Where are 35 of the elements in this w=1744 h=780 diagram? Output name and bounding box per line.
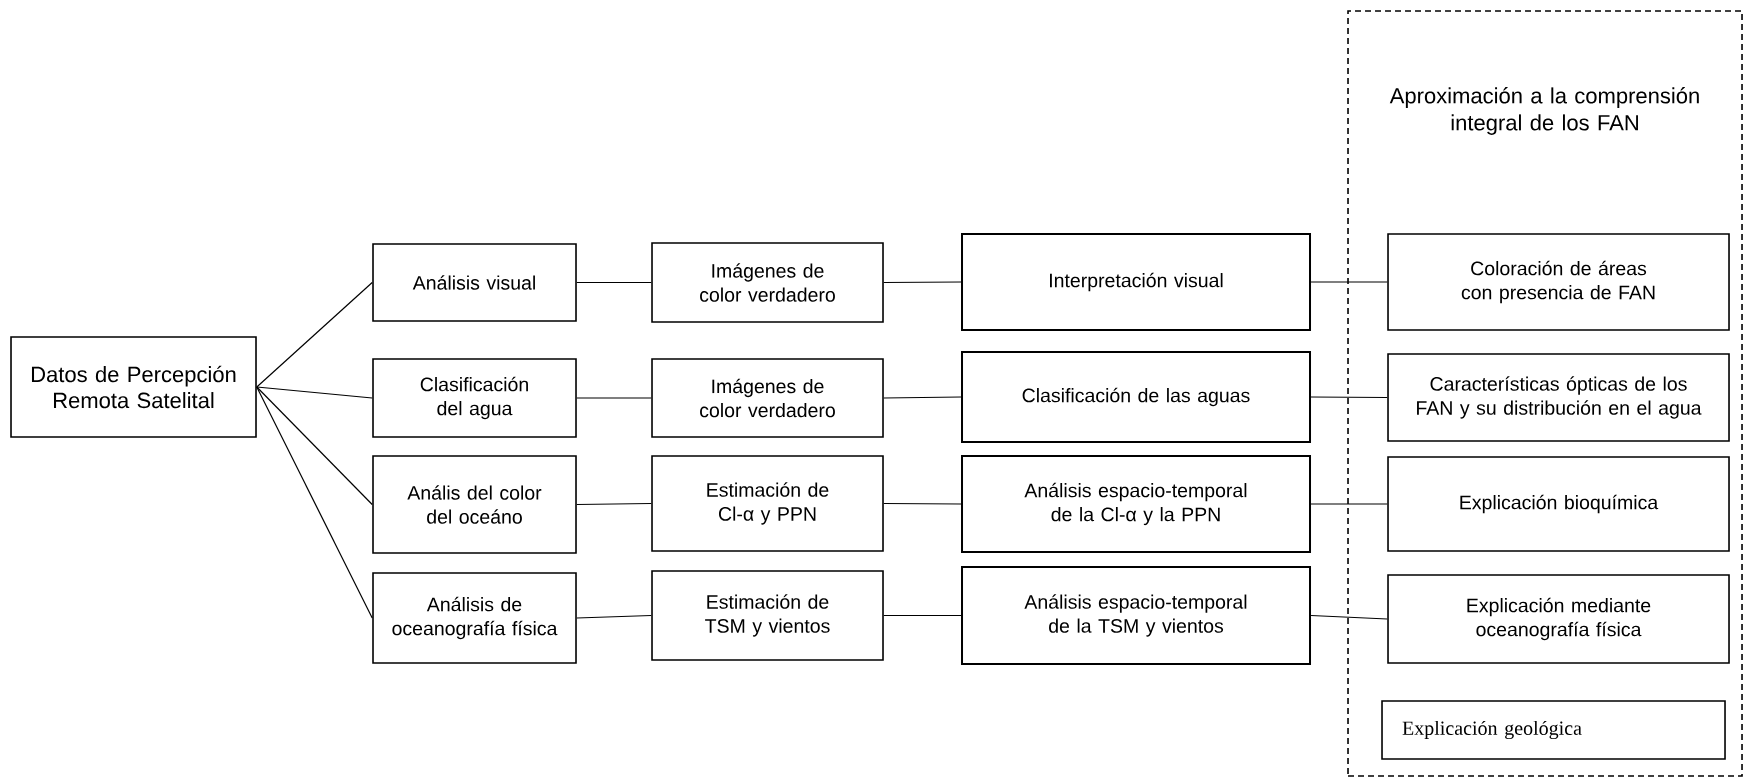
process-box: Estimación de TSM y vientos [651,570,884,661]
process-box: Imágenes de color verdadero [651,242,884,323]
connector-line [256,386,373,399]
connector-line [576,614,652,619]
process-box: Explicación bioquímica [1387,456,1730,552]
connector-line [576,502,652,506]
connector-line [1310,281,1388,283]
process-box: Datos de Percepción Remota Satelital [10,336,257,438]
frame-title: Aproximación a la comprensión integral de los FAN [1389,87,1699,135]
connector-line [883,614,962,617]
connector-line [576,397,652,399]
connector-line [256,386,373,619]
connector-line [256,281,373,388]
process-box: Análisis de oceanografía física [372,572,577,664]
process-box: Interpretación visual [961,233,1311,331]
process-box: Análisis espacio-temporal de la Cl-α y la PPN [961,455,1311,553]
process-box: Explicación geológica [1381,700,1726,760]
process-box: Imágenes de color verdadero [651,358,884,438]
connector-line [576,281,652,284]
connector-line [1310,614,1388,620]
process-box: Explicación mediante oceanografía física [1387,574,1730,664]
connector-line [256,386,373,506]
process-box: Clasificación del agua [372,358,577,438]
process-box: Estimación de Cl-α y PPN [651,455,884,552]
connector-line [883,502,962,505]
process-box: Características ópticas de los FAN y su distribución en el agua [1387,353,1730,442]
process-box: Anális del color del oceáno [372,455,577,554]
process-box: Clasificación de las aguas [961,351,1311,443]
connector-line [883,281,962,284]
connector-line [1310,503,1388,505]
process-box: Coloración de áreas con presencia de FAN [1387,233,1730,331]
connector-line [883,396,962,399]
process-box: Análisis espacio-temporal de la TSM y vientos [961,566,1311,665]
process-box: Análisis visual [372,243,577,322]
connector-line [1310,396,1388,399]
